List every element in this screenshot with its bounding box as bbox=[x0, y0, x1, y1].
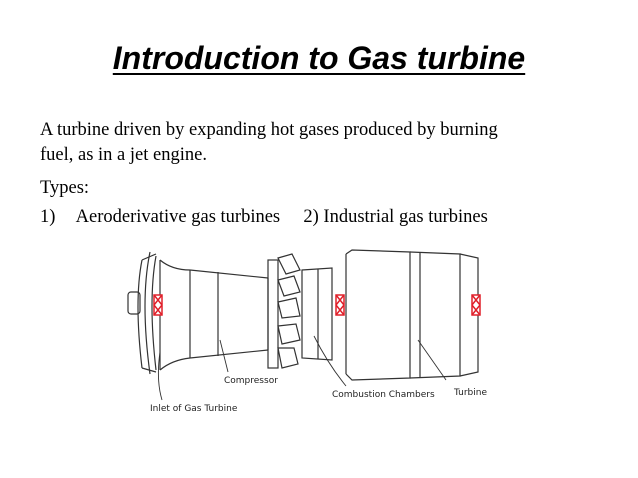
inlet-leader bbox=[157, 351, 163, 401]
bearing-front bbox=[153, 294, 163, 316]
combustor-collar bbox=[267, 259, 279, 369]
compressor-leader bbox=[219, 339, 229, 373]
slide-title: Introduction to Gas turbine bbox=[112, 40, 526, 76]
type-1-label: Aeroderivative gas turbines bbox=[75, 207, 281, 227]
inlet-ring-outer bbox=[137, 259, 143, 369]
combustion-leader bbox=[313, 335, 347, 387]
label-combustion: Combustion Chambers bbox=[332, 390, 435, 400]
definition-line-2: fuel, as in a jet engine. bbox=[40, 145, 207, 165]
transition-section bbox=[301, 267, 333, 361]
definition-line-1: A turbine driven by expanding hot gases … bbox=[40, 120, 498, 140]
gas-turbine-diagram: Compressor Inlet of Gas Turbine Combusti… bbox=[127, 249, 487, 414]
type-1-number: 1) bbox=[40, 207, 56, 227]
types-label: Types: bbox=[40, 178, 90, 198]
label-compressor: Compressor bbox=[224, 376, 278, 386]
bearing-middle bbox=[335, 294, 345, 316]
type-2-number: 2) bbox=[303, 207, 319, 227]
inlet-flare bbox=[159, 259, 191, 271]
shaft-nub bbox=[127, 291, 141, 315]
compressor-casing bbox=[189, 269, 269, 279]
label-inlet: Inlet of Gas Turbine bbox=[150, 404, 238, 414]
types-list: 1) Aeroderivative gas turbines 2) Indust… bbox=[40, 207, 488, 228]
turbine-leader bbox=[417, 339, 447, 381]
turbine-casing bbox=[345, 249, 411, 381]
bearing-rear bbox=[471, 294, 481, 316]
type-2-label: Industrial gas turbines bbox=[323, 207, 488, 227]
label-turbine: Turbine bbox=[453, 388, 487, 398]
combustion-cans bbox=[277, 253, 301, 369]
